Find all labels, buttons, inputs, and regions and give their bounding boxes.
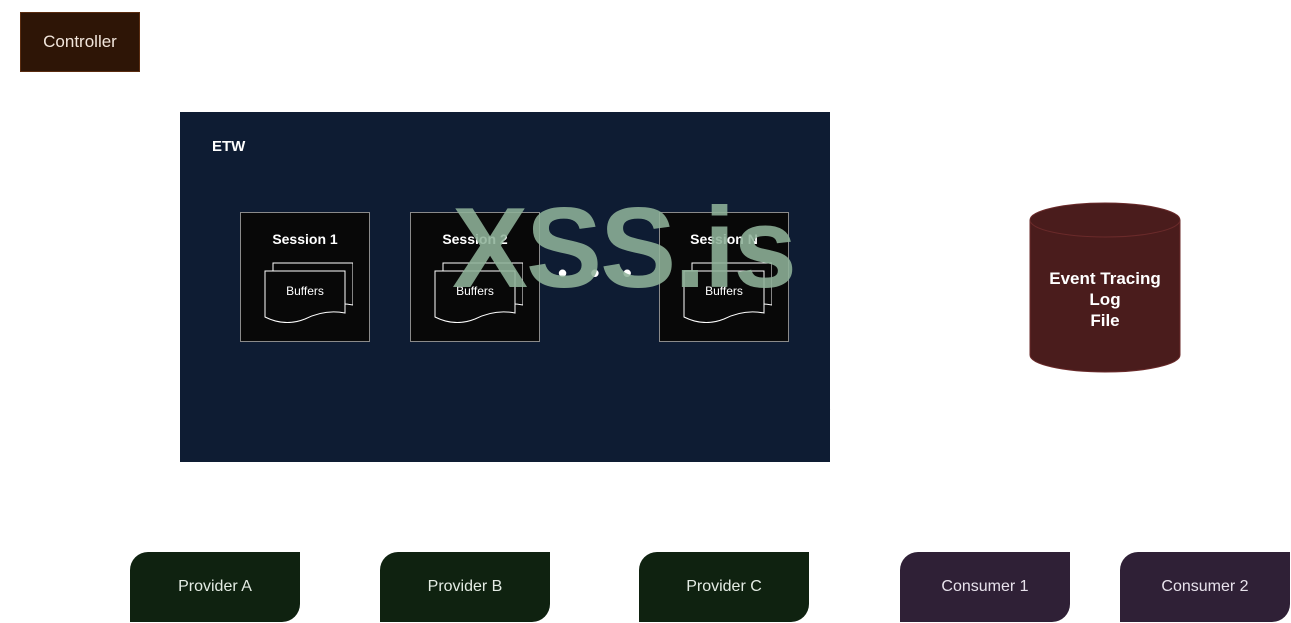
provider-label: Provider B [427,578,503,595]
session-title: Session N [690,231,758,247]
buffers-label: Buffers [705,284,743,298]
log-file-line-3: File [1090,311,1120,330]
provider-label: Provider C [686,578,762,595]
session-title: Session 2 [442,231,508,247]
more-sessions-ellipsis: • • • [558,258,640,288]
buffers-icon [264,262,353,323]
buffers-icon [434,262,523,323]
log-file-line-1: Event Tracing [1049,269,1161,288]
consumer-2-box[interactable]: Consumer 2 [1120,552,1290,622]
provider-b-box[interactable]: Provider B [380,552,550,622]
buffers-icon [683,262,772,323]
log-file-cylinder-top [1029,202,1181,238]
consumer-label: Consumer 2 [1161,578,1249,595]
session-1-box[interactable]: Session 1 Buffers [240,212,370,342]
log-file-line-2: Log [1089,290,1121,309]
buffers-label: Buffers [286,284,324,298]
consumer-label: Consumer 1 [941,578,1029,595]
controller-box[interactable]: Controller [20,12,140,72]
session-title: Session 1 [272,231,338,247]
controller-label: Controller [43,32,117,51]
log-file-cylinder-body [1029,220,1181,373]
provider-a-box[interactable]: Provider A [130,552,300,622]
session-n-box[interactable]: Session N Buffers [659,212,789,342]
log-file-label: Event Tracing Log File [1030,268,1180,331]
buffers-label: Buffers [456,284,494,298]
provider-c-box[interactable]: Provider C [639,552,809,622]
etw-label: ETW [212,138,246,155]
session-2-box[interactable]: Session 2 Buffers [410,212,540,342]
provider-label: Provider A [178,578,252,595]
consumer-1-box[interactable]: Consumer 1 [900,552,1070,622]
